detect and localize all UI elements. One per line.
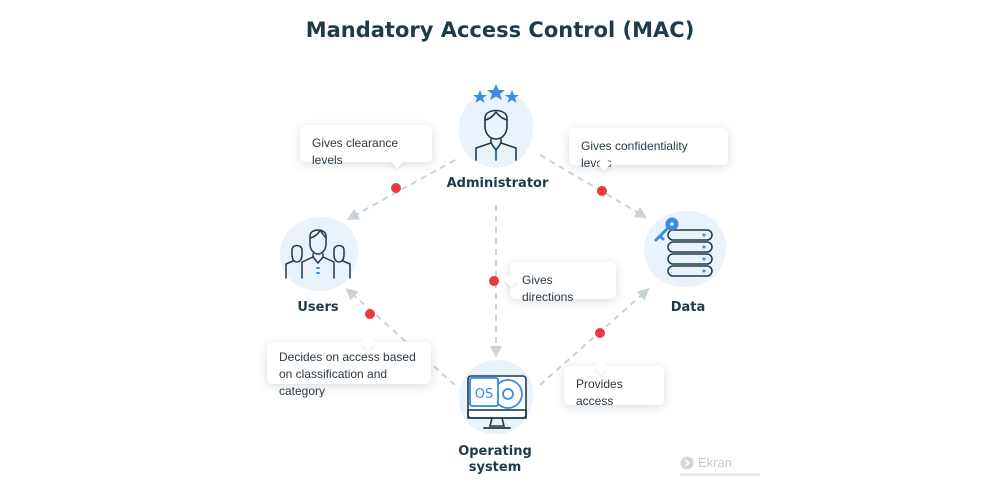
diagram-title: Mandatory Access Control (MAC) xyxy=(305,18,695,42)
callout-confidentiality: Gives confidentiality levels xyxy=(569,128,728,172)
logo-arrow-icon xyxy=(680,456,694,469)
callout-clearance-text: Gives clearance levels xyxy=(312,136,399,167)
dot-clearance xyxy=(391,183,401,193)
os-text: OS xyxy=(475,387,493,402)
callout-directions: Gives directions xyxy=(503,262,616,304)
database-with-key-icon xyxy=(654,217,713,277)
administrator-label: Administrator xyxy=(446,176,549,191)
connector-admin-data xyxy=(539,154,648,219)
users-group-icon xyxy=(285,229,351,279)
connector-os-users xyxy=(345,288,456,386)
callout-clearance: Gives clearance levels xyxy=(300,125,432,169)
callout-decides-text: Decides on access based on classificatio… xyxy=(279,350,416,398)
callout-decides: Decides on access based on classificatio… xyxy=(267,335,431,398)
data-label: Data xyxy=(670,300,706,315)
callout-provides: Provides access xyxy=(564,359,664,408)
callout-provides-text: Provides access xyxy=(576,377,623,408)
dot-confidentiality xyxy=(597,186,607,196)
dot-directions xyxy=(489,276,499,286)
admin-with-stars-icon xyxy=(473,84,519,161)
callout-directions-text: Gives directions xyxy=(522,273,574,304)
operating-system-label: Operating system xyxy=(458,444,532,475)
users-label: Users xyxy=(297,300,339,315)
connector-admin-users xyxy=(346,159,456,220)
dot-decides xyxy=(365,309,375,319)
watermark-logo: Ekran xyxy=(680,455,760,476)
connector-os-data xyxy=(539,288,650,386)
os-monitor-icon: OS xyxy=(467,375,527,429)
dot-provides xyxy=(595,328,605,338)
